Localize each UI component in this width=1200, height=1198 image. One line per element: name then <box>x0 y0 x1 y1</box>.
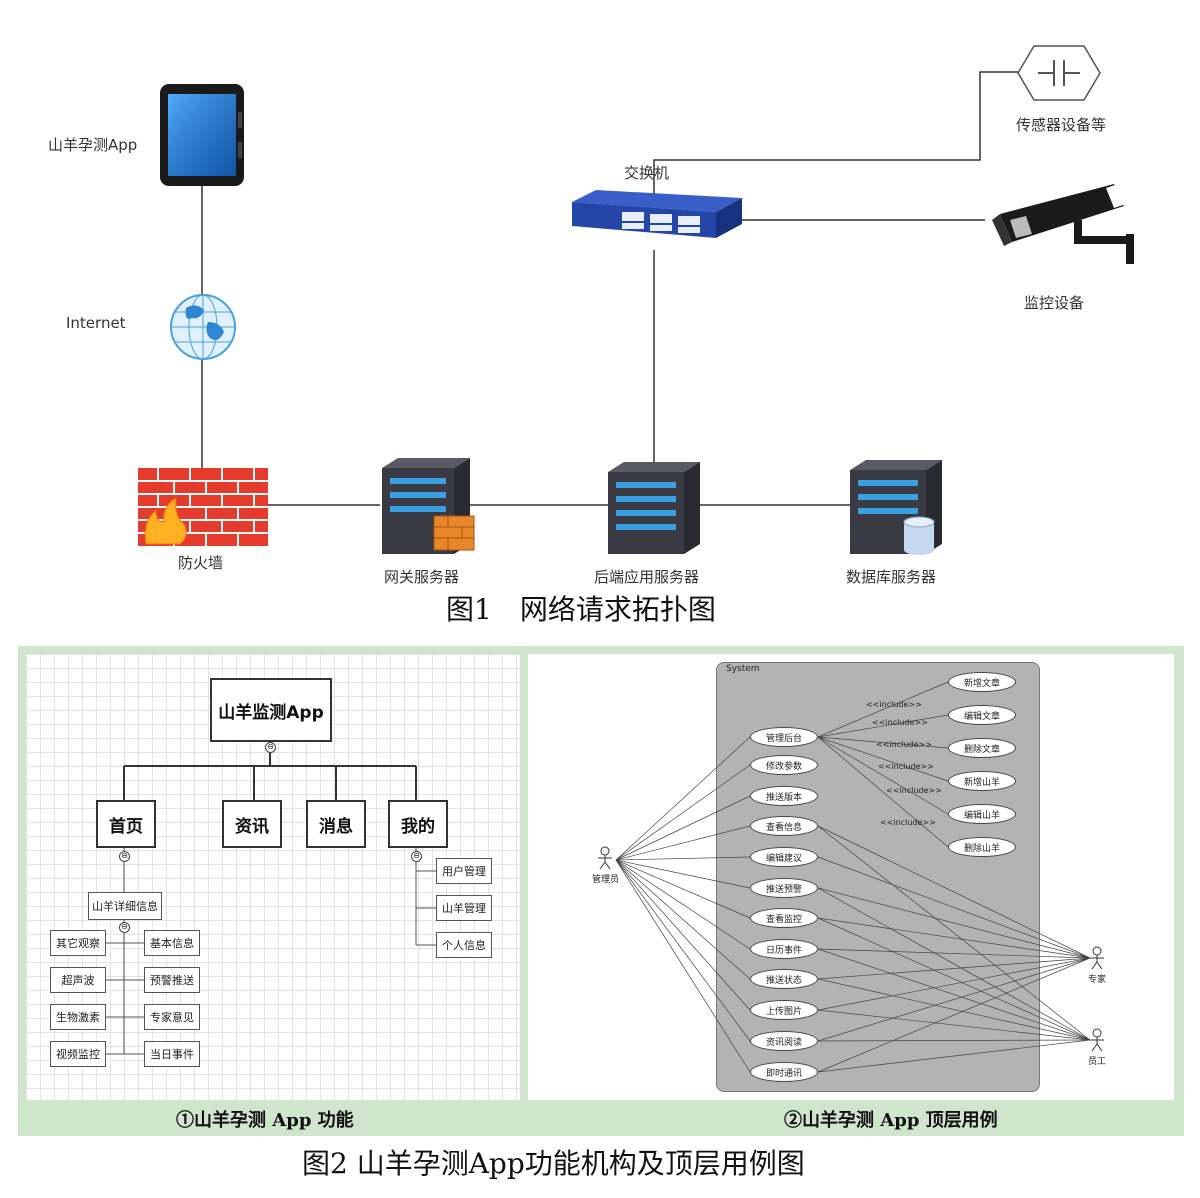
collapse-icon[interactable]: ⊖ <box>119 922 130 933</box>
use-case: 上传图片 <box>750 1000 818 1020</box>
include-label: <<include>> <box>886 786 942 795</box>
collapse-icon[interactable]: ⊖ <box>411 851 422 862</box>
home-item: 生物激素 <box>50 1004 106 1030</box>
figure2-caption: 图2 山羊孕测App功能机构及顶层用例图 <box>302 1147 805 1180</box>
actor-staff-icon <box>1090 1028 1104 1052</box>
include-label: <<include>> <box>872 718 928 727</box>
app-label: 山羊孕测App <box>48 136 138 154</box>
home-item: 预警推送 <box>144 967 200 993</box>
include-label: <<include>> <box>876 740 932 749</box>
use-case: 日历事件 <box>750 939 818 959</box>
tree-lines <box>104 742 436 1055</box>
goat-detail-box: 山羊详细信息 <box>88 892 162 920</box>
camera-icon <box>992 184 1134 264</box>
actor-admin-icon <box>598 846 612 870</box>
home-item: 超声波 <box>50 967 106 993</box>
actor-admin-label: 管理员 <box>592 875 620 885</box>
topology-lines <box>201 71 1018 506</box>
collapse-icon[interactable]: ⊖ <box>265 742 276 753</box>
use-case: 推送版本 <box>750 786 818 806</box>
figure1-caption: 图1 网络请求拓扑图 <box>446 593 716 626</box>
home-item: 视频监控 <box>50 1041 106 1067</box>
included-use-case: 删除文章 <box>948 738 1016 758</box>
globe-icon <box>170 294 236 360</box>
backend-label: 后端应用服务器 <box>594 568 700 586</box>
tab-mine: 我的 <box>388 800 448 848</box>
sensor-label: 传感器设备等 <box>1016 116 1107 134</box>
tree-root: 山羊监测App <box>210 678 332 742</box>
actor-expert-label: 专家 <box>1088 975 1107 985</box>
included-use-case: 编辑文章 <box>948 705 1016 725</box>
home-item: 专家意见 <box>144 1004 200 1030</box>
gateway-server-icon <box>382 458 475 554</box>
mine-item: 山羊管理 <box>436 895 492 921</box>
included-use-case: 删除山羊 <box>948 837 1016 857</box>
use-case: 推送状态 <box>750 969 818 989</box>
tab-home: 首页 <box>96 800 156 848</box>
home-item: 其它观察 <box>50 930 106 956</box>
include-label: <<include>> <box>866 700 922 709</box>
camera-label: 监控设备 <box>1024 294 1085 312</box>
internet-label: Internet <box>66 314 126 332</box>
actor-expert-icon <box>1090 946 1104 970</box>
mine-item: 用户管理 <box>436 858 492 884</box>
use-case: 管理后台 <box>750 727 818 747</box>
left-subcaption: ①山羊孕测 App 功能 <box>176 1110 354 1131</box>
include-label: <<include>> <box>880 818 936 827</box>
switch-label: 交换机 <box>624 164 670 182</box>
database-server-icon <box>850 460 942 555</box>
backend-server-icon <box>608 462 700 554</box>
use-case: 查看监控 <box>750 908 818 928</box>
use-case: 查看信息 <box>750 816 818 836</box>
firewall-icon <box>138 468 268 546</box>
home-item: 基本信息 <box>144 930 200 956</box>
use-case: 资讯阅读 <box>750 1031 818 1051</box>
include-label: <<include>> <box>878 762 934 771</box>
right-subcaption: ②山羊孕测 App 顶层用例 <box>784 1110 998 1131</box>
use-case: 修改参数 <box>750 755 818 775</box>
collapse-icon[interactable]: ⊖ <box>119 851 130 862</box>
home-item: 当日事件 <box>144 1041 200 1067</box>
switch-icon <box>572 190 742 238</box>
gateway-label: 网关服务器 <box>384 568 460 586</box>
mine-item: 个人信息 <box>436 932 492 958</box>
tablet-icon <box>160 84 244 186</box>
association-lines <box>615 681 1091 1073</box>
database-label: 数据库服务器 <box>846 568 937 586</box>
use-case: 即时通讯 <box>750 1062 818 1082</box>
sensor-icon <box>1017 45 1101 101</box>
system-label: System <box>726 664 760 674</box>
actor-staff-label: 员工 <box>1088 1057 1107 1067</box>
included-use-case: 新增文章 <box>948 672 1016 692</box>
tab-messages: 消息 <box>306 800 366 848</box>
included-use-case: 新增山羊 <box>948 771 1016 791</box>
tab-news: 资讯 <box>222 800 282 848</box>
included-use-case: 编辑山羊 <box>948 804 1016 824</box>
firewall-label: 防火墙 <box>178 554 224 572</box>
use-case: 推送预警 <box>750 878 818 898</box>
use-case: 编辑建议 <box>750 847 818 867</box>
